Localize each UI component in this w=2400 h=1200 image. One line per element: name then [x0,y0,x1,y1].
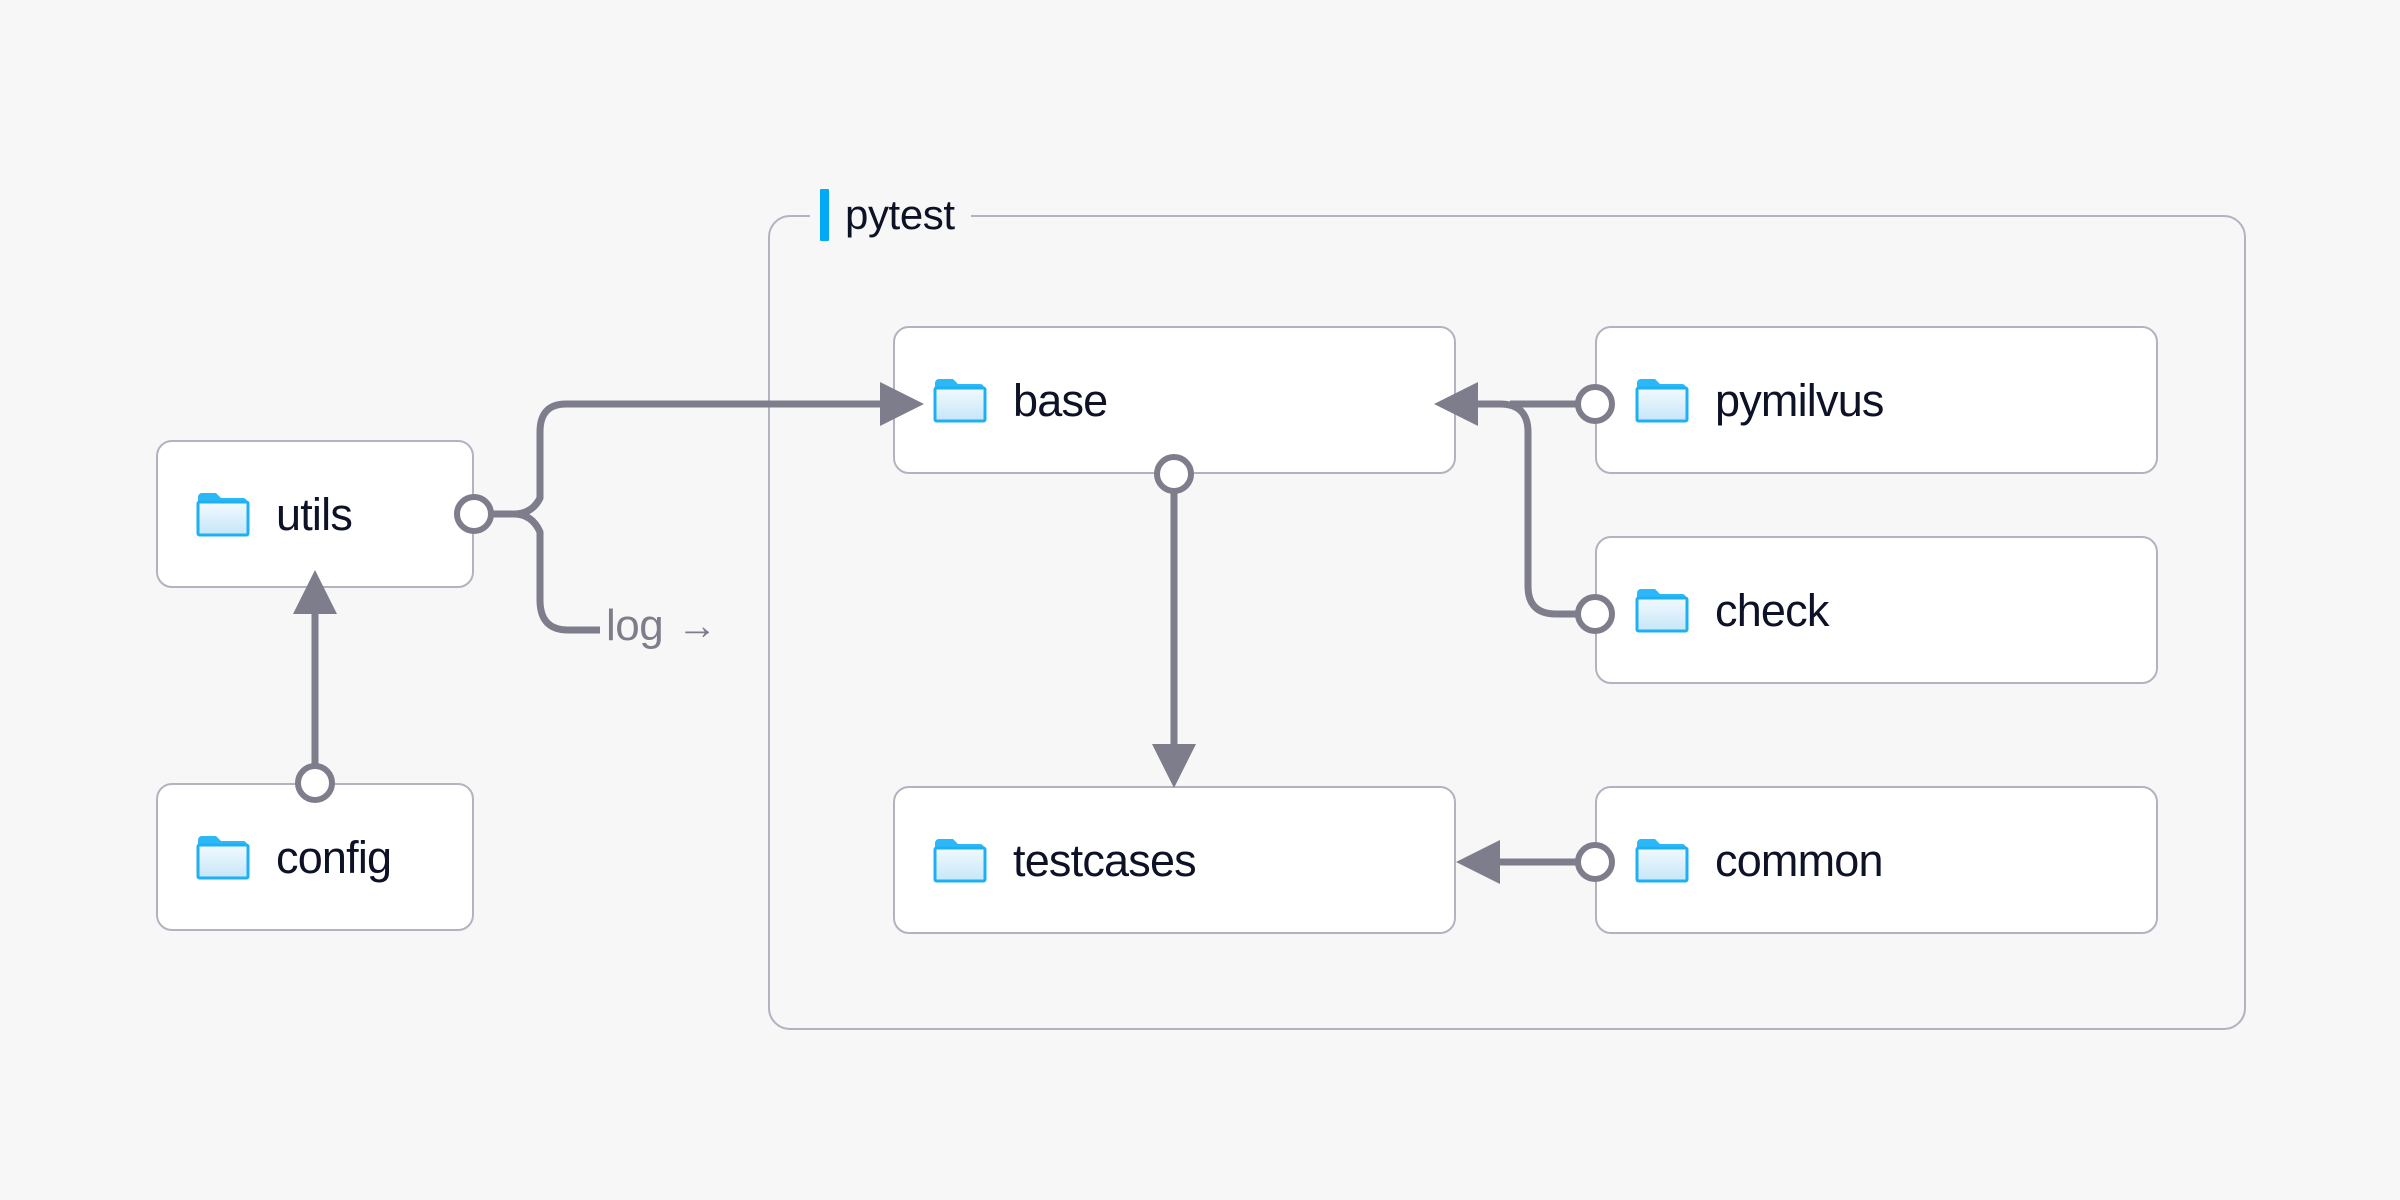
node-label-common: common [1715,834,1884,886]
group-label-text: pytest [845,191,955,238]
folder-icon [196,836,250,880]
folder-icon [1635,379,1689,423]
node-card-check[interactable]: check [1595,536,2158,684]
edge-config-to-utils [293,570,337,803]
folder-icon [933,379,987,423]
accent-bar-icon [820,189,829,241]
folder-icon [1635,839,1689,883]
folder-icon [1635,589,1689,633]
edge-label-log: log → [606,604,717,648]
edge-utils-to-log [513,510,600,634]
group-box-pytest [768,215,2246,1030]
node-label-base: base [1013,374,1108,426]
arrow-right-icon: → [677,604,717,648]
group-label-pytest: pytest [810,188,971,242]
node-label-pymilvus: pymilvus [1715,374,1884,426]
node-label-config: config [276,831,392,883]
node-card-testcases[interactable]: testcases [893,786,1456,934]
node-label-utils: utils [276,488,353,540]
node-card-common[interactable]: common [1595,786,2158,934]
edge-label-log-text: log [606,601,664,650]
node-card-pymilvus[interactable]: pymilvus [1595,326,2158,474]
node-card-base[interactable]: base [893,326,1456,474]
node-card-config[interactable]: config [156,783,474,931]
node-card-utils[interactable]: utils [156,440,474,588]
node-label-check: check [1715,584,1829,636]
folder-icon [933,839,987,883]
folder-icon [196,493,250,537]
node-label-testcases: testcases [1013,834,1197,886]
